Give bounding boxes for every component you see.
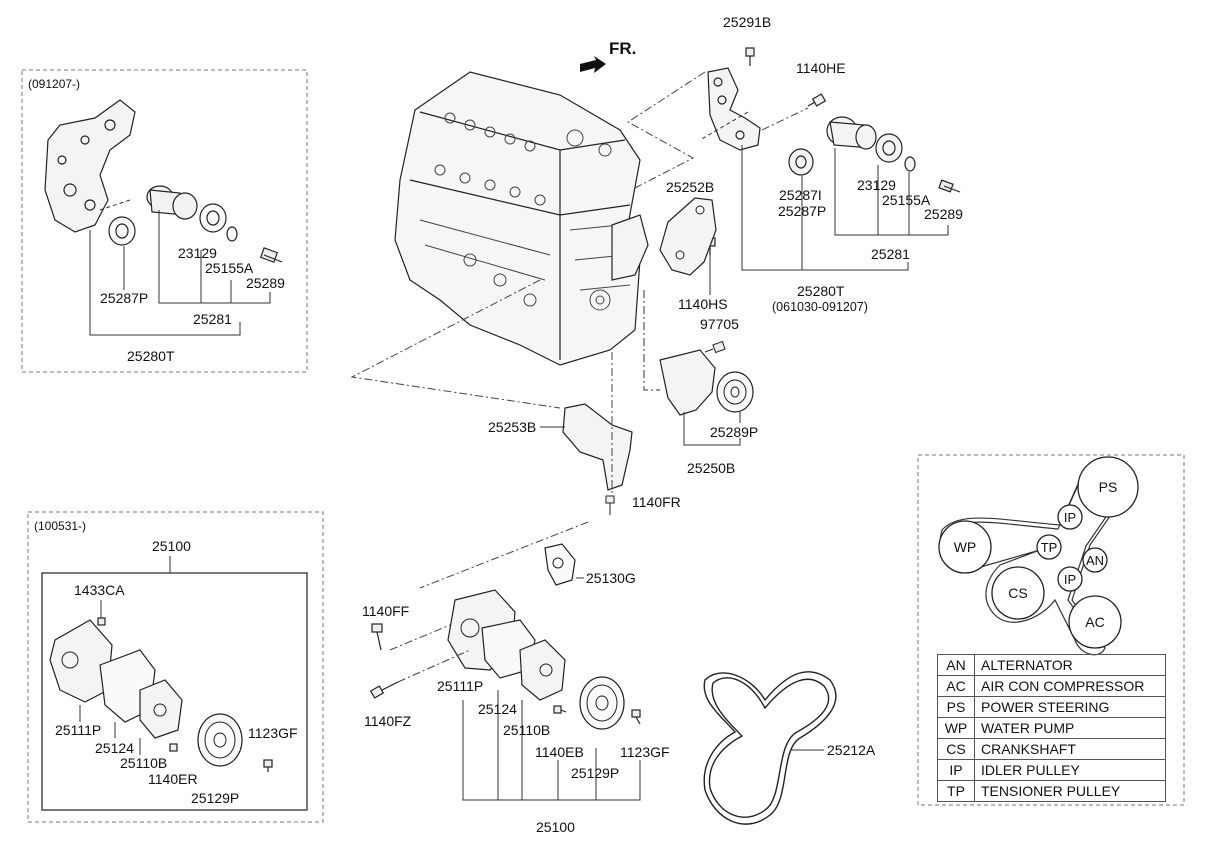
label-25289p: 25289P [710,424,758,440]
label-25110b: 25110B [503,722,550,738]
label-23129-top-left: 23129 [178,245,217,261]
label-25281-top-left: 25281 [193,311,232,327]
top-left-idler-pulley [108,203,238,246]
top-left-group: (091207-) 2 [21,69,308,373]
legend-name: TENSIONER PULLEY [974,780,1166,802]
label-25212a: 25212A [827,742,876,758]
label-25291b: 25291B [723,14,771,30]
belt-25212a [703,671,837,825]
label-1140hs: 1140HS [678,296,728,312]
pulley-tp-label: TP [1041,540,1058,555]
label-25287p: 25287P [778,203,826,219]
legend-name: AIR CON COMPRESSOR [974,675,1166,697]
bracket-25250b: 97705 25289P 25250B [643,290,758,476]
top-left-group-tag: (091207-) [28,77,80,91]
legend-name: CRANKSHAFT [974,738,1166,760]
label-25281: 25281 [871,246,910,262]
label-25110b-bottom-left: 25110B [120,755,167,771]
label-25280t-top-left: 25280T [127,348,175,364]
label-25130g: 25130G [586,570,636,586]
bottom-left-group-tag: (100531-) [34,519,86,533]
label-1123gf-bottom-left: 1123GF [248,725,298,741]
label-25252b: 25252B [666,179,714,195]
front-label: FR. [609,39,636,58]
pulley-ac-label: AC [1085,614,1104,630]
pulley-ip-upper-label: IP [1064,510,1076,525]
label-25111p-bottom-left: 25111P [55,722,101,738]
label-25129p: 25129P [571,765,619,781]
legend-code: WP [937,717,975,739]
label-1140he: 1140HE [796,60,846,76]
top-left-tensioner [146,185,198,220]
label-25250b: 25250B [687,460,735,476]
label-25280t: 25280T [797,283,845,299]
label-25280t-range: (061030-091207) [772,300,868,314]
label-25111p: 25111P [437,678,483,694]
pulley-ps-label: PS [1099,479,1118,495]
label-1140fr: 1140FR [632,494,681,510]
legend-name: ALTERNATOR [974,654,1166,676]
bottom-left-assembly-label: 25100 [152,538,191,554]
label-25289-top-left: 25289 [246,275,285,291]
label-25124-bottom-left: 25124 [95,740,134,756]
legend-name: WATER PUMP [974,717,1166,739]
label-25155a-top-left: 25155A [205,260,254,276]
bottom-left-group: (100531-) 25100 1433CA 25111P 25124 2511… [27,511,324,823]
label-25287i: 25287I [779,187,822,203]
label-1140eb: 1140EB [535,744,584,760]
label-1433ca-bottom-left: 1433CA [74,582,125,598]
legend-code: CS [937,738,975,760]
label-25155a: 25155A [882,192,931,208]
legend-code: TP [937,780,975,802]
engine-block [394,71,641,366]
front-direction-arrow: FR. [580,39,636,73]
upper-right-tensioner-assembly: 25291B 1140HE 25287I 25287P 23129 25155A… [627,14,963,314]
gasket-25130g: 25130G [544,543,636,586]
pulley-an-label: AN [1086,553,1104,568]
legend-name: IDLER PULLEY [974,759,1166,781]
pulley-ip-lower-label: IP [1064,572,1076,587]
legend-code: AN [937,654,975,676]
label-25253b: 25253B [488,419,536,435]
label-1140fz: 1140FZ [364,713,412,729]
water-pump-assembly: 1140FF 1140FZ 25111P 25124 25110B 1140EB… [362,589,670,835]
legend-name: POWER STEERING [974,696,1166,718]
label-25129p-bottom-left: 25129P [191,790,239,806]
label-25124: 25124 [478,701,517,717]
label-97705: 97705 [700,316,739,332]
legend-code: AC [937,675,975,697]
label-25289: 25289 [924,206,963,222]
pulley-cs-label: CS [1008,585,1027,601]
belt-routing-diagram: PS IP WP TP AN IP CS AC [917,454,1185,806]
label-23129: 23129 [857,177,896,193]
label-25100: 25100 [536,819,575,835]
legend-code: PS [937,696,975,718]
bracket-25252b: 25252B 1140HS [611,179,728,312]
top-left-bracket [44,99,136,233]
label-1140ff: 1140FF [362,603,409,619]
legend-code: IP [937,759,975,781]
label-1123gf: 1123GF [620,744,670,760]
pulley-wp-label: WP [954,539,977,555]
label-1140er-bottom-left: 1140ER [148,771,198,787]
label-25287p-top-left: 25287P [100,290,148,306]
top-left-bolt [259,247,283,263]
bracket-25253b: 25253B 1140FR [350,279,681,589]
